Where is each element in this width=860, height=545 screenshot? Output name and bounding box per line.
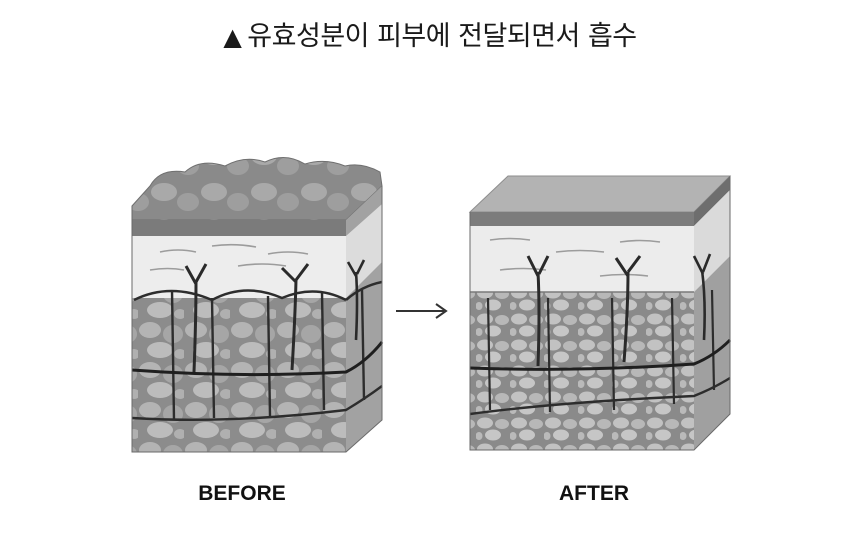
before-skin-block <box>131 157 384 453</box>
title-text: 유효성분이 피부에 전달되면서 흡수 <box>247 21 637 52</box>
after-skin-block <box>468 175 732 451</box>
before-label: BEFORE <box>198 482 286 505</box>
page-title: ▲유효성분이 피부에 전달되면서 흡수 <box>0 14 860 53</box>
after-label: AFTER <box>559 482 629 505</box>
transition-arrow-icon <box>396 303 448 319</box>
triangle-marker-icon: ▲ <box>223 23 242 51</box>
